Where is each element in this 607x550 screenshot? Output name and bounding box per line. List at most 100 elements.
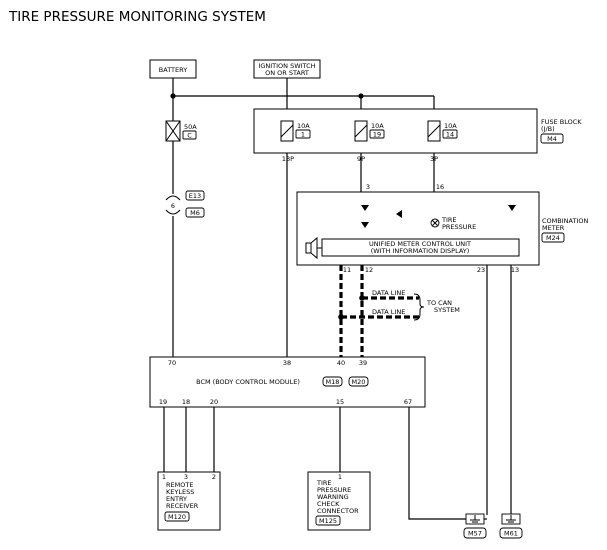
buzzer-icon: [305, 242, 312, 254]
ground-m61-badge: [499, 527, 523, 539]
fuse-14-terminal: 3P: [430, 155, 438, 163]
remote-receiver-pin-2: 2: [212, 473, 216, 481]
combination-meter-connector-badge: [541, 232, 565, 243]
meter-arrow-down: [508, 205, 516, 211]
fuse-block-connector-badge: [540, 133, 564, 144]
bcm-pin-20: 20: [210, 398, 218, 406]
bcm-connector-2: M20: [352, 378, 366, 386]
remote-receiver-connector-badge: [164, 511, 190, 522]
fuse-19-rating: 10A: [371, 122, 384, 130]
battery-box: [149, 59, 197, 79]
fusible-link-cross: [165, 120, 181, 142]
fuse-1-number: 1: [301, 131, 305, 139]
bcm-pin-38: 38: [283, 359, 291, 367]
remote-receiver-connector: M120: [168, 513, 186, 521]
meter-arrow-left: [396, 210, 402, 218]
fuse-1-terminal: 13P: [282, 155, 294, 163]
wires: [163, 78, 513, 520]
bcm-box: [149, 356, 426, 408]
remote-keyless-entry-receiver: 1 3 2 REMOTE KEYLESS ENTRY RECEIVER M120: [157, 471, 221, 531]
bcm-label: BCM (BODY CONTROL MODULE): [196, 378, 300, 386]
tire-pressure-lamp-filament: [431, 219, 439, 227]
ground-m57: M57: [463, 513, 487, 539]
fuse-14-element: [427, 124, 441, 138]
data-line-brace: [413, 293, 425, 321]
can-data-lines: DATA LINE DATA LINE TO CAN SYSTEM: [372, 289, 460, 321]
diagram-title: TIRE PRESSURE MONITORING SYSTEM: [8, 9, 266, 25]
fuse-1-rating: 10A: [297, 122, 310, 130]
data-line-label-1: DATA LINE: [372, 289, 405, 297]
bcm-pin-15: 15: [336, 398, 344, 406]
unified-meter-control-unit-box: [321, 238, 520, 257]
check-connector-badge: [315, 515, 341, 526]
remote-receiver-label-2: KEYLESS: [166, 488, 194, 496]
combination-meter: 3 16 TIRE PRESSURE UNIFIED METER CONTROL…: [296, 183, 588, 274]
harness-connector-pin: 6: [171, 202, 175, 210]
harness-connector-e13: E13: [189, 192, 201, 200]
combination-meter-label: COMBINATION: [542, 217, 588, 225]
ground-m57-badge: [463, 527, 487, 539]
fuse-14-number-badge: [442, 129, 458, 139]
remote-receiver-label-3: ENTRY: [166, 495, 187, 503]
harness-connector-e13-badge: [185, 190, 205, 201]
fuse-block-label: FUSE BLOCK: [541, 118, 582, 126]
bcm-connector-1-badge: [322, 376, 343, 387]
fusible-link-rating: 50A: [184, 123, 197, 131]
check-connector-pin-1: 1: [338, 473, 342, 481]
tire-pressure-lamp-label: TIRE: [441, 216, 457, 224]
fuse-19-terminal: 9P: [357, 155, 365, 163]
check-connector-label-1: TIRE: [316, 479, 332, 487]
bcm-pin-67: 67: [404, 398, 412, 406]
junction-dot: [338, 314, 344, 320]
harness-connector-m6: M6: [190, 209, 200, 217]
fuse-block-label-jb: (J/B): [541, 125, 555, 133]
fuse-19-element: [354, 124, 368, 138]
fuse-block: 10A 1 13P 10A 19 9P 10A 14 3P FUSE BLOCK…: [253, 108, 582, 163]
harness-connector-upper-half: [165, 195, 181, 201]
buzzer-cone: [310, 236, 318, 260]
battery-label: BATTERY: [159, 66, 187, 74]
fuse-14-rating: 10A: [444, 122, 457, 130]
meter-pin-16: 16: [436, 183, 444, 191]
check-connector-id: M125: [319, 517, 337, 525]
meter-pin-23: 23: [477, 266, 485, 274]
bcm-pin-39: 39: [359, 359, 367, 367]
tire-pressure-warning-check-connector: 1 TIRE PRESSURE WARNING CHECK CONNECTOR …: [307, 471, 371, 531]
bcm-connector-2-badge: [348, 376, 369, 387]
data-line-label-2: DATA LINE: [372, 308, 405, 316]
harness-connector-m6-badge: [185, 207, 205, 218]
ground-m61-label: M61: [504, 530, 518, 538]
meter-arrow-down: [361, 222, 369, 228]
remote-receiver-label-4: RECEIVER: [166, 502, 199, 510]
remote-receiver-pin-3: 3: [184, 473, 188, 481]
check-connector-label-3: WARNING: [317, 493, 349, 501]
tire-pressure-lamp-label-2: PRESSURE: [442, 223, 476, 231]
fusible-link-id: C: [187, 132, 192, 140]
bcm-pin-19: 19: [159, 398, 167, 406]
bcm-pin-40: 40: [337, 359, 345, 367]
fusible-link-id-badge: [182, 130, 197, 140]
fusible-link: 50A C: [165, 120, 197, 142]
junction-dot: [170, 93, 176, 99]
can-system-label-2: SYSTEM: [434, 306, 460, 314]
wire-bcm-67-ground: [408, 407, 466, 520]
ground-m61: M61: [499, 513, 523, 539]
unified-meter-control-unit-label: UNIFIED METER CONTROL UNIT: [369, 240, 471, 248]
combination-meter-connector: M24: [546, 234, 560, 242]
fuse-19-number: 19: [373, 131, 381, 139]
harness-connector-lower-half: [165, 209, 181, 215]
fuse-1-element: [280, 124, 294, 138]
bcm: 70 38 40 39 BCM (BODY CONTROL MODULE) M1…: [149, 356, 426, 408]
can-system-label: TO CAN: [426, 299, 452, 307]
harness-connector: E13 6 M6: [165, 190, 205, 218]
combination-meter-label-2: METER: [542, 224, 565, 232]
check-connector-label-4: CHECK: [317, 500, 340, 508]
meter-pin-11: 11: [343, 266, 351, 274]
remote-receiver-pin-1: 1: [162, 473, 166, 481]
bcm-pin-18: 18: [182, 398, 190, 406]
fuse-block-connector: M4: [547, 135, 557, 143]
bcm-connector-1: M18: [326, 378, 340, 386]
meter-pin-3: 3: [366, 183, 370, 191]
fuse-19-number-badge: [369, 129, 385, 139]
ignition-switch-box: [253, 59, 321, 79]
